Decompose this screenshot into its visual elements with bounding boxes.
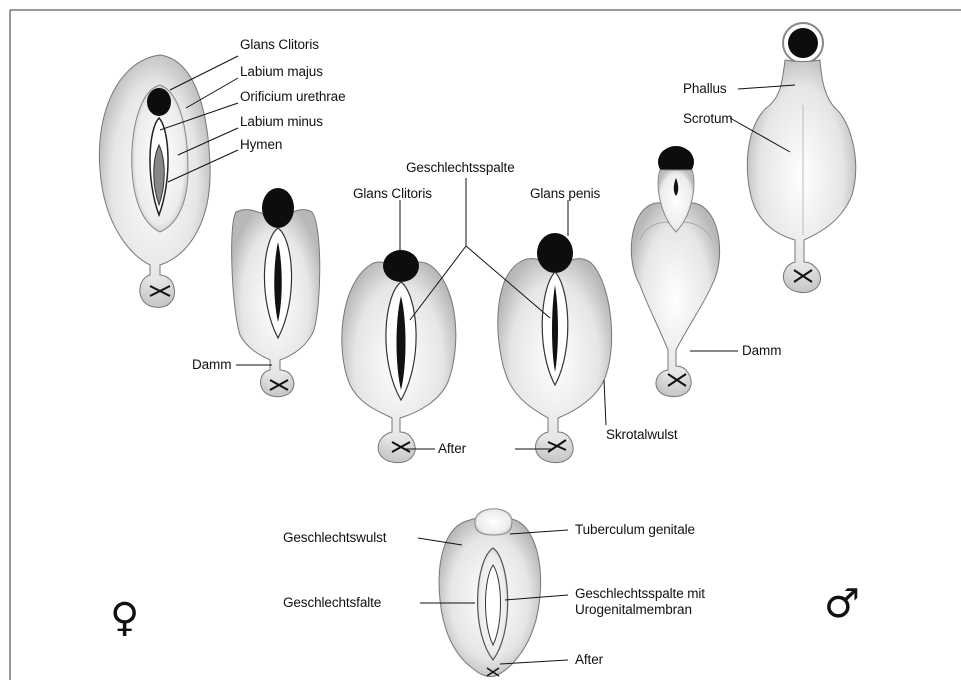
figure-adult-female	[99, 55, 210, 307]
label-labium-majus: Labium majus	[240, 64, 323, 80]
label-geschlechtsfalte: Geschlechtsfalte	[283, 595, 381, 611]
male-symbol-icon: ♂	[824, 584, 860, 624]
label-phallus: Phallus	[683, 81, 727, 97]
label-tuberculum-genitale: Tuberculum genitale	[575, 522, 695, 538]
label-scrotum: Scrotum	[683, 111, 733, 127]
figure-adult-male	[747, 23, 855, 293]
label-orificium-urethrae: Orificium urethrae	[240, 89, 345, 105]
label-geschlechtsspalte-membran: Geschlechtsspalte mit Urogenitalmembran	[575, 586, 715, 618]
label-geschlechtsspalte: Geschlechtsspalte	[406, 160, 515, 176]
label-geschlechtswulst: Geschlechtswulst	[283, 530, 386, 546]
label-damm-left: Damm	[192, 357, 231, 373]
label-labium-minus: Labium minus	[240, 114, 323, 130]
female-symbol-icon: ♀	[110, 598, 139, 638]
label-glans-clitoris-top: Glans Clitoris	[240, 37, 319, 53]
label-damm-right: Damm	[742, 343, 781, 359]
figure-male-fetal	[631, 146, 719, 397]
label-glans-penis: Glans penis	[530, 186, 600, 202]
label-after-bottom: After	[575, 652, 603, 668]
figure-indifferent-stage	[439, 509, 541, 677]
label-skrotalwulst: Skrotalwulst	[606, 427, 678, 443]
figure-penis-stage	[498, 233, 612, 463]
label-glans-clitoris-mid: Glans Clitoris	[353, 186, 432, 202]
label-after-mid: After	[438, 441, 466, 457]
label-hymen: Hymen	[240, 137, 282, 153]
